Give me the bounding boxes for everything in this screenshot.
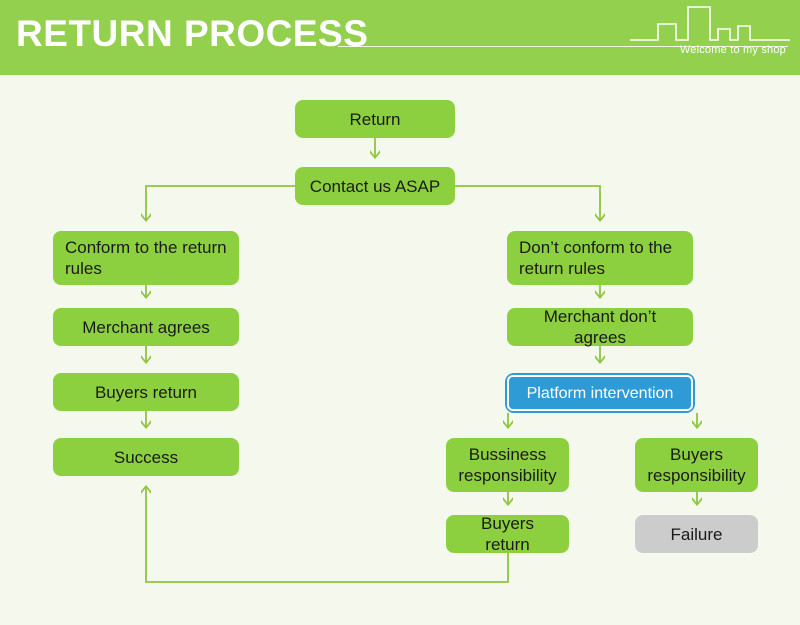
node-bussiness-responsibility[interactable]: Bussiness responsibility: [446, 438, 569, 492]
page-title: RETURN PROCESS: [16, 13, 369, 54]
node-buyers-responsibility[interactable]: Buyers responsibility: [635, 438, 758, 492]
node-label: Success: [113, 447, 179, 467]
flowchart-connectors: [141, 138, 702, 583]
node-label: Platform intervention: [507, 375, 693, 411]
node-label: Merchant don’t agrees: [543, 307, 657, 347]
edge-contact-to-conform: [141, 185, 295, 222]
header-tagline: Welcome to my shop: [679, 44, 786, 56]
node-label: Merchant agrees: [82, 317, 210, 337]
node-label: Bussiness responsibility: [458, 445, 557, 485]
node-label: Conform to the return rules: [65, 238, 227, 278]
node-label: Buyers return: [481, 514, 534, 554]
node-merchant-dont-agrees[interactable]: Merchant don’t agrees: [507, 307, 693, 347]
node-return[interactable]: Return: [295, 100, 455, 138]
node-label: Return: [349, 109, 401, 129]
node-label: Don’t conform to the return rules: [519, 238, 673, 278]
page-header: RETURN PROCESS Welcome to my shop: [0, 0, 800, 75]
flowchart-canvas: Return Contact us ASAP Conform to the re…: [0, 75, 800, 625]
node-buyers-return-left[interactable]: Buyers return: [53, 373, 239, 411]
node-label: Buyers return: [94, 382, 198, 402]
node-dont-conform-to-return-rules[interactable]: Don’t conform to the return rules: [507, 231, 693, 285]
header-divider: [338, 46, 788, 47]
node-label: Contact us ASAP: [309, 176, 441, 196]
node-conform-to-return-rules[interactable]: Conform to the return rules: [53, 231, 239, 285]
node-success[interactable]: Success: [53, 438, 239, 476]
node-contact-us-asap[interactable]: Contact us ASAP: [295, 167, 455, 205]
node-merchant-agrees[interactable]: Merchant agrees: [53, 308, 239, 346]
node-label: Failure: [670, 524, 723, 544]
node-platform-intervention[interactable]: Platform intervention: [505, 373, 695, 413]
node-failure[interactable]: Failure: [635, 515, 758, 553]
edge-loop-back-to-success: [141, 485, 509, 583]
city-skyline-icon: [630, 6, 790, 41]
edge-contact-to-dont-conform: [455, 185, 605, 222]
node-label: Buyers responsibility: [647, 445, 746, 485]
node-buyers-return-right[interactable]: Buyers return: [446, 514, 569, 554]
